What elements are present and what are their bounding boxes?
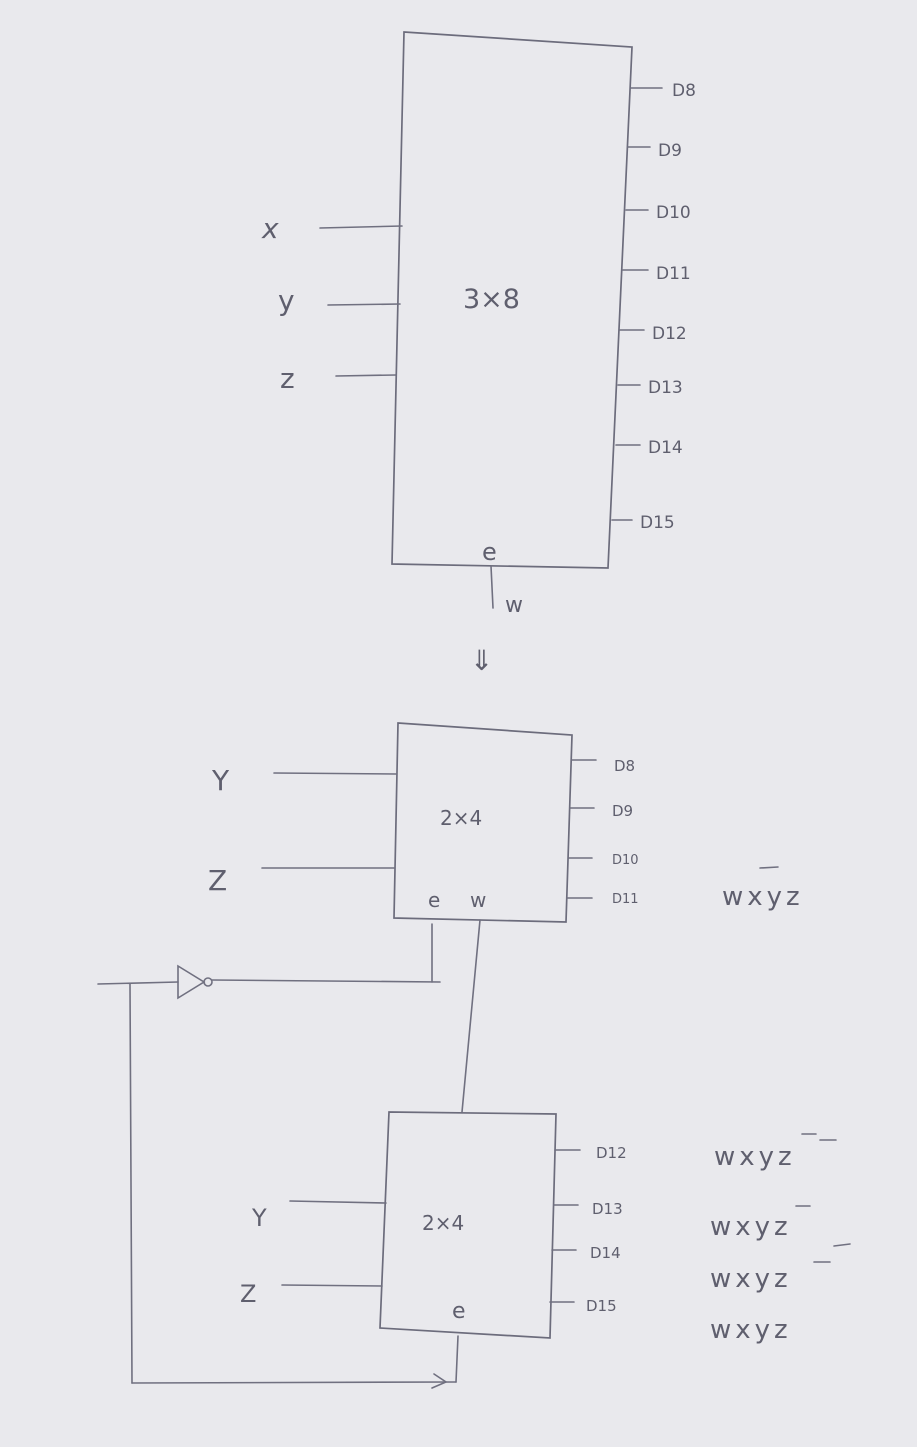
decoder-2x4-upper-input-y: Y — [211, 764, 230, 797]
minterm-d15-y: y — [755, 1315, 770, 1345]
decoder-2x4-upper-output-d8: D8 — [614, 757, 635, 775]
decoder-3x8-output-d8: D8 — [672, 81, 696, 101]
minterm-d14-x: x — [735, 1264, 750, 1294]
minterm-d13-z: z — [774, 1212, 788, 1242]
decoder-2x4-upper-output-d11: D11 — [612, 892, 639, 907]
decoder-3x8-input-line-y — [327, 303, 401, 306]
decoder-2x4-upper-input-line-y — [273, 772, 397, 775]
decoder-3x8-input-y: y — [278, 284, 295, 317]
minterm-d11-x: x — [747, 882, 762, 912]
minterm-d13-bar-z — [833, 1243, 851, 1247]
decoder-3x8-output-d9: D9 — [658, 141, 682, 161]
minterm-d12-y: y — [759, 1142, 774, 1172]
enable-wiring — [97, 919, 481, 1389]
minterm-d15-z: z — [774, 1315, 788, 1345]
decoder-3x8-input-line-x — [319, 225, 403, 229]
decoder-2x4-lower-output-d12: D12 — [596, 1144, 627, 1162]
decoder-3x8-input-x: x — [261, 212, 279, 245]
decoder-2x4-upper: 2×4 Y Z D8 D9 D10 D11 e w — [208, 722, 639, 923]
decoder-3x8-output-d12: D12 — [652, 324, 687, 344]
decoder-2x4-lower-input-z: Z — [240, 1280, 256, 1308]
decoder-2x4-lower-input-line-y — [289, 1200, 387, 1204]
minterm-d13-w: w — [710, 1212, 731, 1242]
decoder-3x8-enable-line — [490, 565, 494, 609]
decoder-2x4-lower-output-d14: D14 — [590, 1244, 621, 1262]
minterm-d13-y: y — [755, 1212, 770, 1242]
lower-enable-wire — [455, 1335, 459, 1383]
decoder-2x4-lower-output-d15: D15 — [586, 1297, 617, 1315]
decoder-3x8-output-d15: D15 — [640, 513, 675, 533]
inverter-output-wire — [211, 979, 441, 983]
decoder-2x4-upper-enable-label: e — [428, 888, 440, 912]
decoder-3x8-input-line-z — [335, 374, 397, 377]
minterm-d14-z: z — [774, 1264, 788, 1294]
decoder-2x4-upper-input-z: Z — [208, 864, 227, 897]
decoder-3x8-enable-label: e — [482, 538, 497, 566]
decoder-3x8-input-z: z — [280, 362, 295, 395]
return-arrowhead-icon — [431, 1373, 448, 1389]
minterm-d12-w: w — [714, 1142, 735, 1172]
minterm-d11-z: z — [786, 882, 800, 912]
minterm-d12-x: x — [739, 1142, 754, 1172]
minterm-d11-bar — [759, 866, 779, 869]
decoder-2x4-lower-enable-label: e — [452, 1299, 466, 1324]
decoder-3x8-output-d14: D14 — [648, 438, 683, 458]
w-connection-wire — [461, 919, 481, 1113]
decoder-3x8-box — [391, 31, 633, 569]
decoder-2x4-lower-box — [379, 1111, 557, 1339]
decoder-2x4-lower: 2×4 Y Z D12 D13 D14 D15 e — [240, 1111, 627, 1339]
not-gate-icon — [177, 964, 206, 1000]
minterm-d13-x: x — [735, 1212, 750, 1242]
decoder-3x8-output-d13: D13 — [648, 378, 683, 398]
decoder-3x8-output-d11: D11 — [656, 264, 691, 284]
decoder-2x4-lower-input-line-z — [281, 1284, 383, 1287]
minterm-d15-x: x — [735, 1315, 750, 1345]
not-gate-bubble-icon — [203, 977, 213, 987]
return-wire-vertical — [129, 983, 133, 1384]
minterm-d11-w: w — [722, 882, 743, 912]
decoder-2x4-lower-label: 2×4 — [422, 1211, 464, 1235]
decoder-2x4-upper-enable-signal: w — [470, 888, 486, 912]
decoder-2x4-lower-input-y: Y — [251, 1204, 267, 1232]
decoder-2x4-lower-output-d13: D13 — [592, 1200, 623, 1218]
down-arrow: ⇓ — [470, 644, 493, 677]
minterm-d14-w: w — [710, 1264, 731, 1294]
decoder-3x8: 3×8 x y z D8 D9 D10 D11 D12 D13 D14 D15 … — [261, 31, 696, 618]
minterm-d11-y: y — [767, 882, 782, 912]
decoder-3x8-enable-signal: w — [505, 593, 523, 618]
decoder-2x4-upper-label: 2×4 — [440, 806, 482, 830]
decoder-3x8-label: 3×8 — [463, 284, 520, 315]
return-wire-bottom — [131, 1381, 457, 1384]
minterm-d15-w: w — [710, 1315, 731, 1345]
decoder-3x8-output-d10: D10 — [656, 203, 691, 223]
decoder-2x4-upper-output-d9: D9 — [612, 802, 633, 820]
decoder-2x4-upper-box — [393, 722, 573, 923]
inverter-input-wire — [97, 981, 179, 985]
minterm-d14-y: y — [755, 1264, 770, 1294]
decoder-2x4-upper-output-d10: D10 — [612, 853, 639, 868]
minterm-d12-z: z — [778, 1142, 792, 1172]
